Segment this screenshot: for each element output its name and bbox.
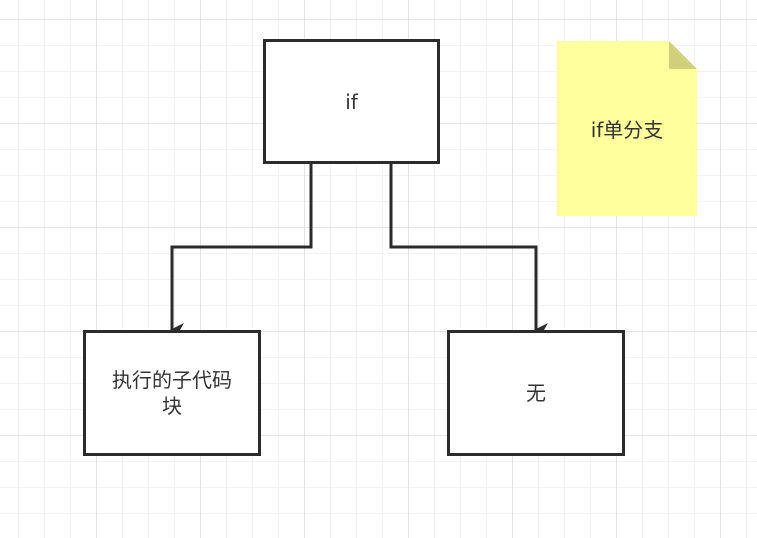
node-if-label: if (345, 89, 358, 114)
node-none-label: 无 (526, 381, 546, 405)
node-code-block-label-line2: 块 (162, 394, 182, 418)
node-code-block-label-line1: 执行的子代码 (112, 368, 232, 392)
edge-if-to-none[interactable] (389, 164, 548, 337)
node-if[interactable]: if (263, 39, 440, 164)
node-code-block[interactable]: 执行的子代码 块 (83, 330, 261, 456)
sticky-note[interactable]: if单分支 (557, 41, 697, 216)
edge-if-to-code-block[interactable] (170, 164, 313, 337)
node-none[interactable]: 无 (447, 330, 625, 456)
sticky-note-label: if单分支 (590, 118, 664, 142)
